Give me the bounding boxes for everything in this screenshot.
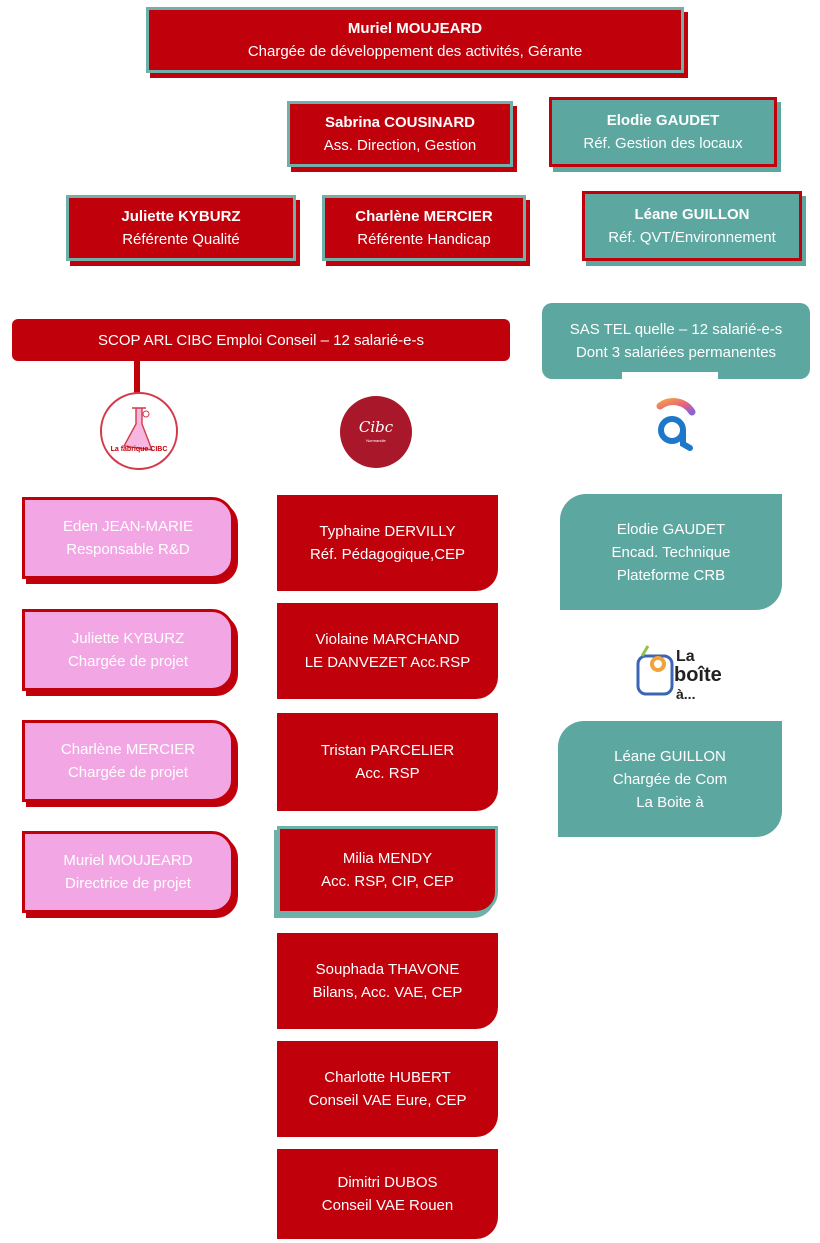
tel-quelle-icon <box>656 398 696 451</box>
sas-entity-line2: Dont 3 salariées permanentes <box>575 344 777 361</box>
boite-logo-word3: à... <box>676 686 696 702</box>
mid-card-2-name: Violaine MARCHAND <box>315 631 460 648</box>
boite-logo-word1: La <box>676 648 695 665</box>
kyburz-top-box: Juliette KYBURZ Référente Qualité <box>66 195 296 261</box>
cousinard-role: Ass. Direction, Gestion <box>323 137 477 154</box>
fabrique-cibc-logo: La fabrique CIBC <box>100 392 178 470</box>
cousinard-name: Sabrina COUSINARD <box>324 114 476 131</box>
left-card-2: Juliette KYBURZ Chargée de projet <box>22 609 234 691</box>
guillon-top-role: Réf. QVT/Environnement <box>608 229 776 246</box>
telquelle-logo <box>622 372 718 468</box>
mid-card-4: Milia MENDY Acc. RSP, CIP, CEP <box>277 826 498 914</box>
mercier-top-name: Charlène MERCIER <box>355 208 493 225</box>
mid-card-3-role: Acc. RSP <box>355 765 420 782</box>
mid-card-4-name: Milia MENDY <box>342 850 433 867</box>
right-card-2-line3: La Boite à <box>636 793 704 811</box>
gaudet-top-name: Elodie GAUDET <box>606 112 720 129</box>
mid-card-5-role: Bilans, Acc. VAE, CEP <box>312 984 463 1001</box>
flask-icon <box>122 407 154 451</box>
right-card-2: Léane GUILLON Chargée de Com La Boite à <box>558 721 782 837</box>
mid-card-3-name: Tristan PARCELIER <box>320 742 455 759</box>
left-card-1-name: Eden JEAN-MARIE <box>62 518 194 535</box>
left-card-1: Eden JEAN-MARIE Responsable R&D <box>22 497 234 579</box>
kyburz-top-role: Référente Qualité <box>122 231 240 248</box>
mid-card-7-name: Dimitri DUBOS <box>337 1174 438 1191</box>
left-card-3-name: Charlène MERCIER <box>60 741 196 758</box>
sas-entity-line1: SAS TEL quelle – 12 salarié-e-s <box>569 321 783 338</box>
mid-card-2: Violaine MARCHAND LE DANVEZET Acc.RSP <box>277 603 498 699</box>
top-manager-name: Muriel MOUJEARD <box>347 20 483 37</box>
left-card-4: Muriel MOUJEARD Directrice de projet <box>22 831 234 913</box>
mid-card-3: Tristan PARCELIER Acc. RSP <box>277 713 498 811</box>
mid-card-4-role: Acc. RSP, CIP, CEP <box>321 873 454 890</box>
right-card-2-line2: Chargée de Com <box>612 770 728 788</box>
mid-card-5-name: Souphada THAVONE <box>315 961 460 978</box>
boite-logo-word2: boîte <box>674 664 722 686</box>
left-card-3: Charlène MERCIER Chargée de projet <box>22 720 234 802</box>
left-card-4-role: Directrice de projet <box>65 875 191 892</box>
mid-card-6-role: Conseil VAE Eure, CEP <box>308 1092 467 1109</box>
mercier-top-box: Charlène MERCIER Référente Handicap <box>322 195 526 261</box>
cibc-logo-text: Cibc <box>358 418 394 436</box>
scop-entity-label: SCOP ARL CIBC Emploi Conseil – 12 salari… <box>98 331 424 349</box>
mid-card-1-role: Réf. Pédagogique,CEP <box>309 546 466 563</box>
left-card-4-name: Muriel MOUJEARD <box>63 852 193 869</box>
gaudet-top-role: Réf. Gestion des locaux <box>583 135 743 152</box>
mid-card-7: Dimitri DUBOS Conseil VAE Rouen <box>277 1149 498 1239</box>
right-card-1: Elodie GAUDET Encad. Technique Plateform… <box>560 494 782 610</box>
mercier-top-role: Référente Handicap <box>357 231 491 248</box>
la-boite-logo: La boîte à... <box>624 634 732 718</box>
mid-card-1-name: Typhaine DERVILLY <box>319 523 456 540</box>
guillon-top-box: Léane GUILLON Réf. QVT/Environnement <box>582 191 802 261</box>
left-card-2-role: Chargée de projet <box>67 653 189 670</box>
fabrique-logo-text: La fabrique CIBC <box>110 446 168 453</box>
left-card-2-name: Juliette KYBURZ <box>71 630 185 647</box>
top-manager-role: Chargée de développement des activités, … <box>247 43 583 60</box>
right-card-1-line3: Plateforme CRB <box>616 566 726 584</box>
mid-card-6-name: Charlotte HUBERT <box>324 1069 451 1086</box>
scop-entity-box: SCOP ARL CIBC Emploi Conseil – 12 salari… <box>12 319 510 361</box>
right-card-1-name: Elodie GAUDET <box>616 520 726 538</box>
sas-entity-box: SAS TEL quelle – 12 salarié-e-s Dont 3 s… <box>542 303 810 379</box>
cibc-logo-subtext: Normandie <box>366 438 386 443</box>
right-card-1-line2: Encad. Technique <box>611 543 731 561</box>
mid-card-1: Typhaine DERVILLY Réf. Pédagogique,CEP <box>277 495 498 591</box>
left-card-1-role: Responsable R&D <box>66 541 190 558</box>
top-manager-box: Muriel MOUJEARD Chargée de développement… <box>146 7 684 73</box>
cibc-logo: Cibc Normandie <box>340 396 412 468</box>
mid-card-6: Charlotte HUBERT Conseil VAE Eure, CEP <box>277 1041 498 1137</box>
right-card-2-name: Léane GUILLON <box>614 747 726 765</box>
scop-connector <box>134 361 140 399</box>
cousinard-box: Sabrina COUSINARD Ass. Direction, Gestio… <box>287 101 513 167</box>
mid-card-7-role: Conseil VAE Rouen <box>321 1197 454 1214</box>
gaudet-top-box: Elodie GAUDET Réf. Gestion des locaux <box>549 97 777 167</box>
mid-card-2-role: LE DANVEZET Acc.RSP <box>304 654 471 671</box>
left-card-3-role: Chargée de projet <box>67 764 189 781</box>
mid-card-5: Souphada THAVONE Bilans, Acc. VAE, CEP <box>277 933 498 1029</box>
boite-icon <box>636 645 674 696</box>
guillon-top-name: Léane GUILLON <box>634 206 750 223</box>
kyburz-top-name: Juliette KYBURZ <box>121 208 241 225</box>
